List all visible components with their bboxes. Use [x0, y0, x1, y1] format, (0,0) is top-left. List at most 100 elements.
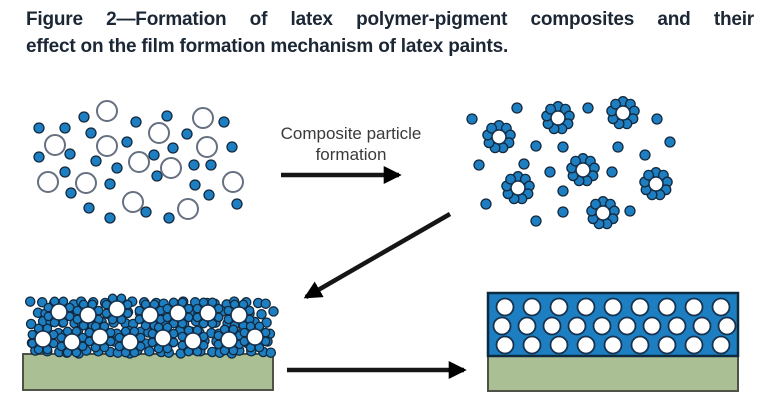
latex-particle [64, 148, 76, 160]
latex-particle [624, 205, 636, 217]
latex-particle [83, 202, 95, 214]
latex-particle [121, 136, 133, 148]
pigment-particle [642, 316, 662, 336]
latex-particle [486, 122, 498, 134]
pigment-particle [549, 335, 569, 355]
composite-particle [575, 162, 591, 178]
pigment-particle [657, 335, 677, 355]
latex-particle [33, 122, 45, 134]
latex-particle [151, 170, 163, 182]
latex-particle [65, 187, 77, 199]
composite-particle [510, 180, 526, 196]
latex-particle [557, 141, 569, 153]
pigment-particle [567, 316, 587, 336]
latex-particle [582, 102, 594, 114]
pigment-particle [495, 297, 515, 317]
composite-particle [648, 176, 664, 192]
pigment-particle [711, 297, 731, 317]
latex-particle [130, 116, 142, 128]
pigment-particle [630, 335, 650, 355]
pigment-core [108, 300, 126, 318]
pigment-particle [617, 316, 637, 336]
latex-particle [205, 159, 217, 171]
latex-particle [260, 298, 271, 309]
latex-particle [111, 162, 123, 174]
pigment-particle [667, 316, 687, 336]
substrate-left [22, 353, 274, 391]
packed-composite-film [24, 293, 279, 359]
pigment-particle [160, 157, 182, 179]
latex-particle [218, 116, 230, 128]
pigment-core [50, 303, 68, 321]
pigment-particle [222, 171, 244, 193]
latex-particle [78, 111, 90, 123]
pigment-particle [96, 100, 118, 122]
pigment-particle [177, 198, 199, 220]
latex-particle [590, 198, 602, 210]
pigment-particle [711, 335, 731, 355]
latex-particle [104, 212, 116, 224]
pigment-particle [122, 191, 144, 213]
composite-particle [615, 105, 631, 121]
figure-caption-line-1: Figure 2—Formation of latex polymer-pigm… [26, 9, 754, 30]
pigment-particle [630, 297, 650, 317]
pigment-particle [717, 316, 737, 336]
pigment-particle [603, 297, 623, 317]
pigment-particle [192, 107, 214, 129]
pigment-particle [657, 297, 677, 317]
latex-particle [612, 141, 624, 153]
pigment-core [63, 333, 81, 351]
process-arrows [281, 166, 467, 379]
pigment-core [141, 306, 159, 324]
latex-particle [203, 189, 215, 201]
pigment-core [220, 331, 238, 349]
substrates [22, 353, 739, 392]
latex-particle [265, 347, 277, 358]
pigment-core [169, 304, 187, 322]
continuous-paint-film [486, 291, 740, 358]
latex-particle [140, 206, 152, 218]
latex-particle [148, 149, 160, 161]
composite-formation-label-line-2: formation [315, 145, 387, 164]
latex-particle [530, 215, 542, 227]
latex-particle [557, 206, 569, 218]
latex-particle [90, 155, 102, 167]
latex-particle [167, 142, 179, 154]
pigment-particle [128, 151, 150, 173]
latex-particle [643, 169, 655, 181]
latex-particle [664, 136, 676, 148]
pigment-particle [603, 335, 623, 355]
drying-diagonal-arrow [303, 212, 452, 299]
composite-particles [466, 96, 676, 230]
latex-particle [104, 178, 116, 190]
pigment-particle [522, 297, 542, 317]
latex-particle [33, 151, 45, 163]
pigment-particle [492, 316, 512, 336]
pigment-particle [148, 122, 170, 144]
pigment-particle [576, 297, 596, 317]
pigment-core [121, 333, 139, 351]
latex-particle [545, 103, 557, 115]
pigment-core [34, 330, 52, 348]
latex-particle [256, 308, 267, 320]
pigment-core [91, 328, 109, 346]
pigment-particle [576, 335, 596, 355]
pigment-core [230, 306, 248, 324]
latex-particle [268, 306, 279, 317]
latex-particle [24, 296, 36, 307]
pigment-particle [522, 335, 542, 355]
pigment-core [154, 329, 172, 347]
latex-particle [639, 149, 651, 161]
pigment-particle [44, 134, 66, 156]
latex-particle [557, 185, 569, 197]
latex-particle [480, 198, 492, 210]
substrate-right [487, 355, 739, 392]
pigment-particle [37, 171, 59, 193]
latex-particle [25, 318, 37, 330]
latex-particle [189, 179, 201, 191]
latex-particle [466, 113, 478, 125]
latex-particle [473, 159, 485, 171]
composite-formation-label-line-1: Composite particle [280, 124, 422, 143]
pigment-particle [549, 297, 569, 317]
